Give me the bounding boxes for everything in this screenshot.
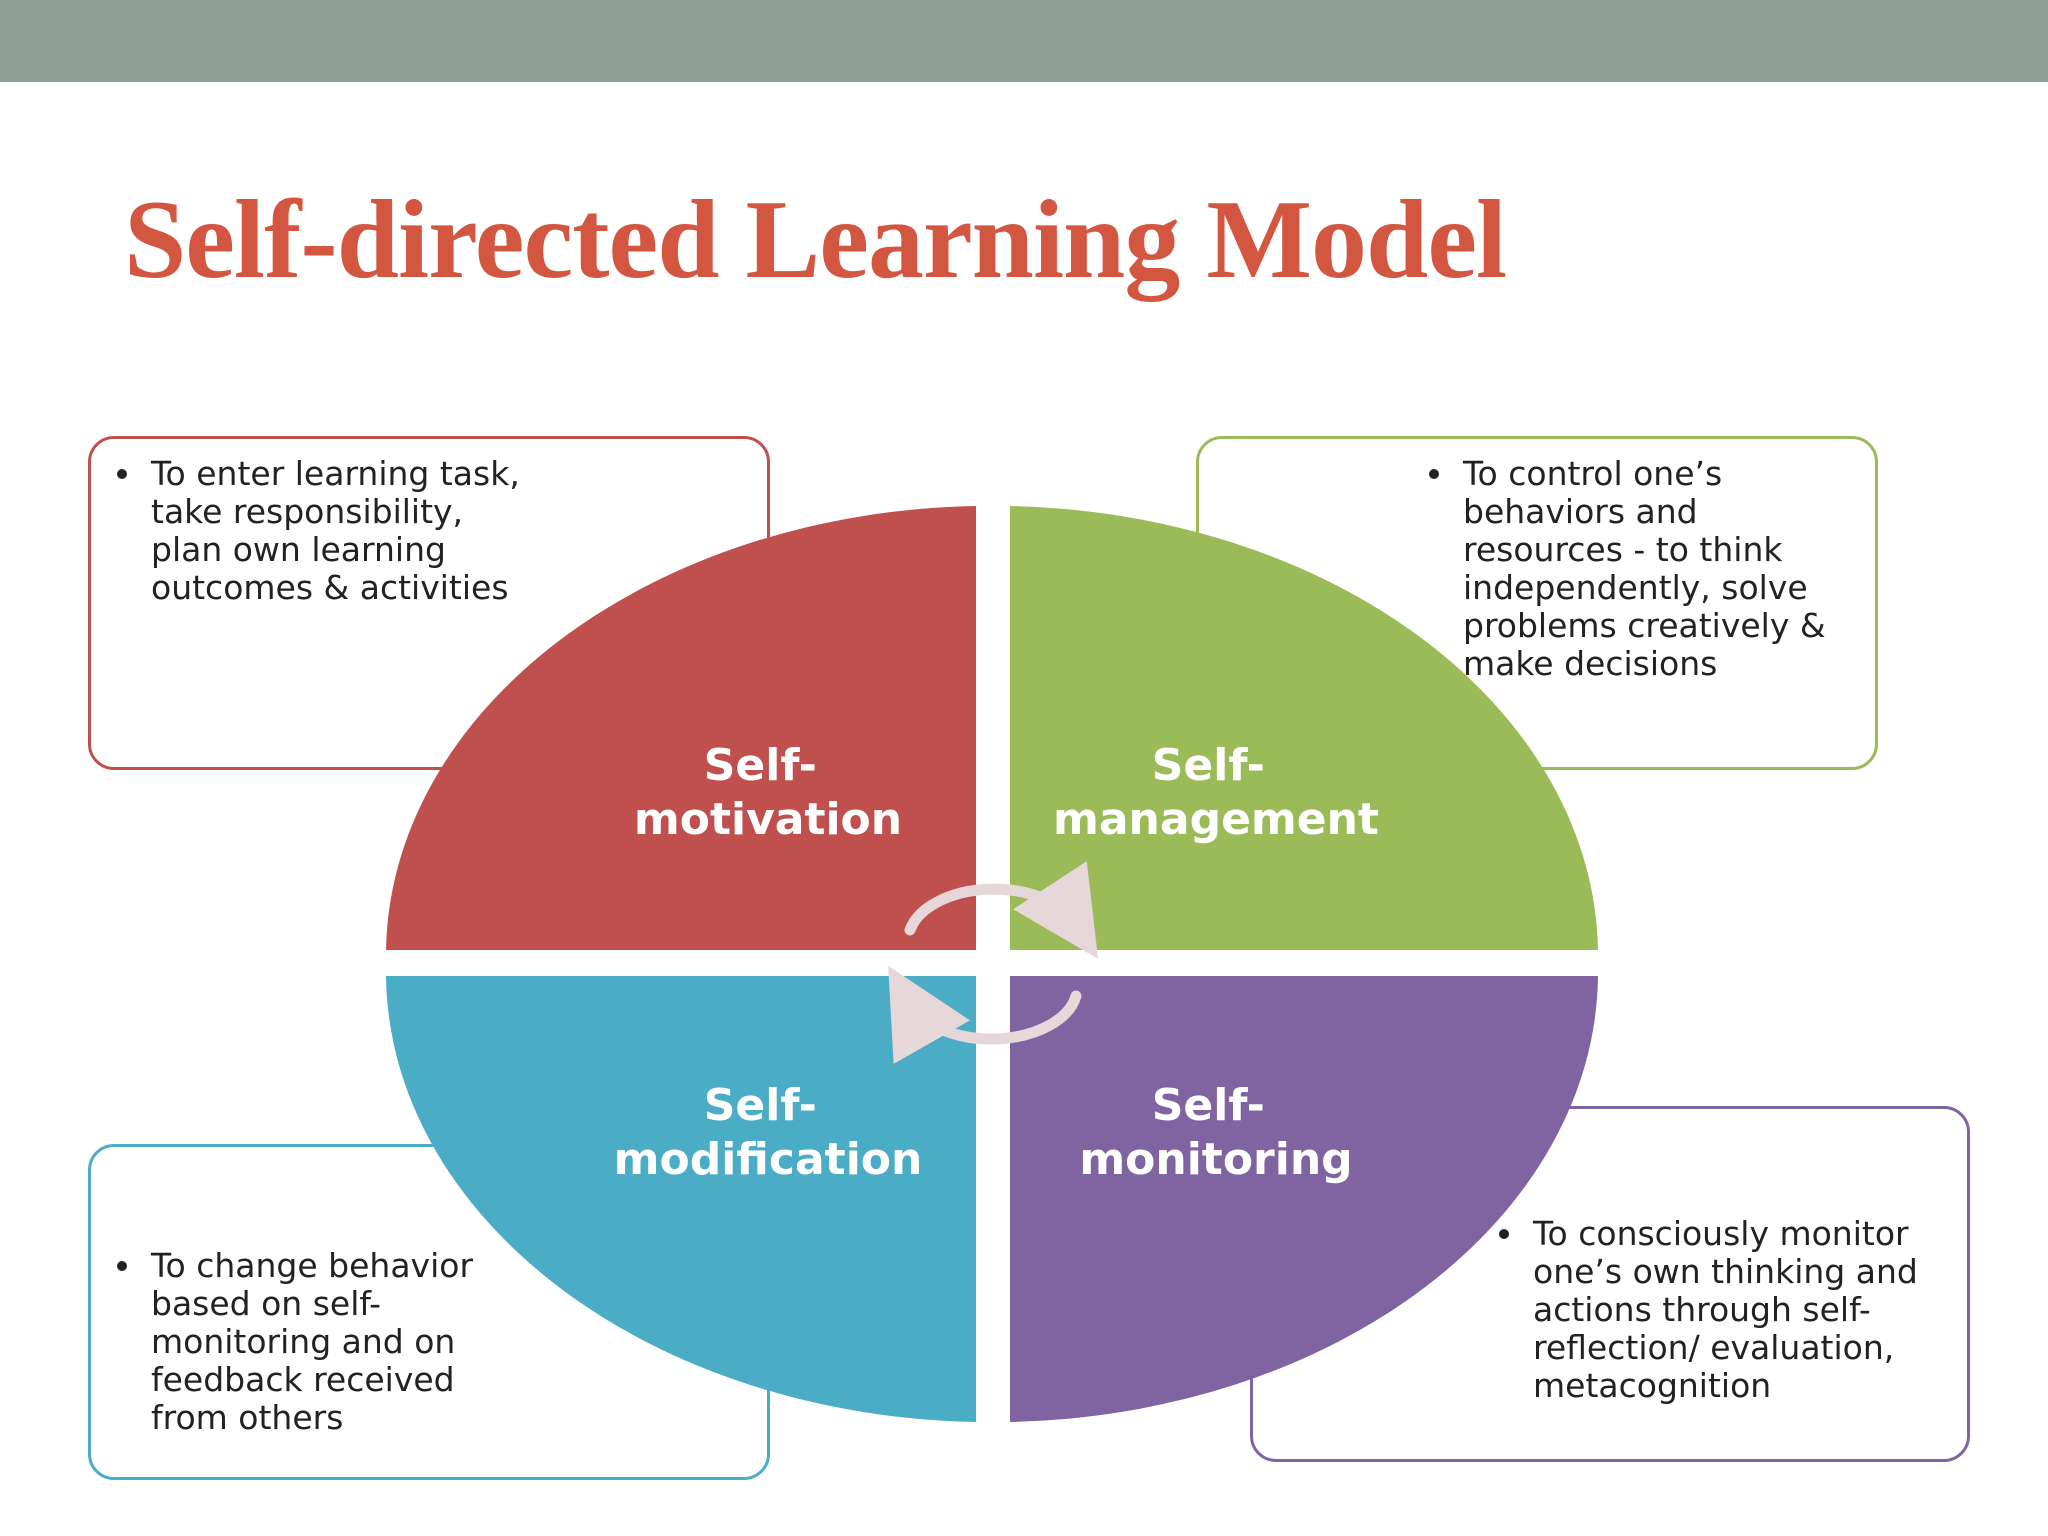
quadrant-self-management-shape — [1010, 506, 1598, 950]
top-bar — [0, 0, 2048, 82]
quadrant-self-motivation-shape — [386, 506, 976, 950]
quadrant-self-monitoring-label: Self- monitoring — [1079, 1080, 1352, 1185]
quadrant-self-monitoring-shape — [1010, 976, 1598, 1422]
quadrant-self-motivation-label: Self- motivation — [634, 740, 902, 845]
quadrant-self-monitoring — [1010, 976, 1598, 1422]
quadrant-self-motivation — [386, 506, 976, 950]
cycle-arrows-icon — [888, 861, 1099, 1065]
quadrant-self-management-label: Self- management — [1053, 740, 1379, 845]
note-self-management-text: To control one’s behaviors and resources… — [1429, 455, 1859, 683]
quadrant-self-modification-label: Self- modification — [614, 1080, 923, 1185]
note-self-modification-text: To change behavior based on self-monitor… — [117, 1247, 531, 1437]
note-self-monitoring-text: To consciously monitor one’s own thinkin… — [1499, 1215, 1953, 1405]
note-self-motivation-text: To enter learning task, take responsibil… — [117, 455, 531, 607]
quadrant-self-management — [1010, 506, 1598, 950]
quadrant-self-modification — [386, 976, 976, 1422]
quadrant-self-modification-shape — [386, 976, 976, 1422]
slide-title: Self-directed Learning Model — [124, 178, 1507, 302]
